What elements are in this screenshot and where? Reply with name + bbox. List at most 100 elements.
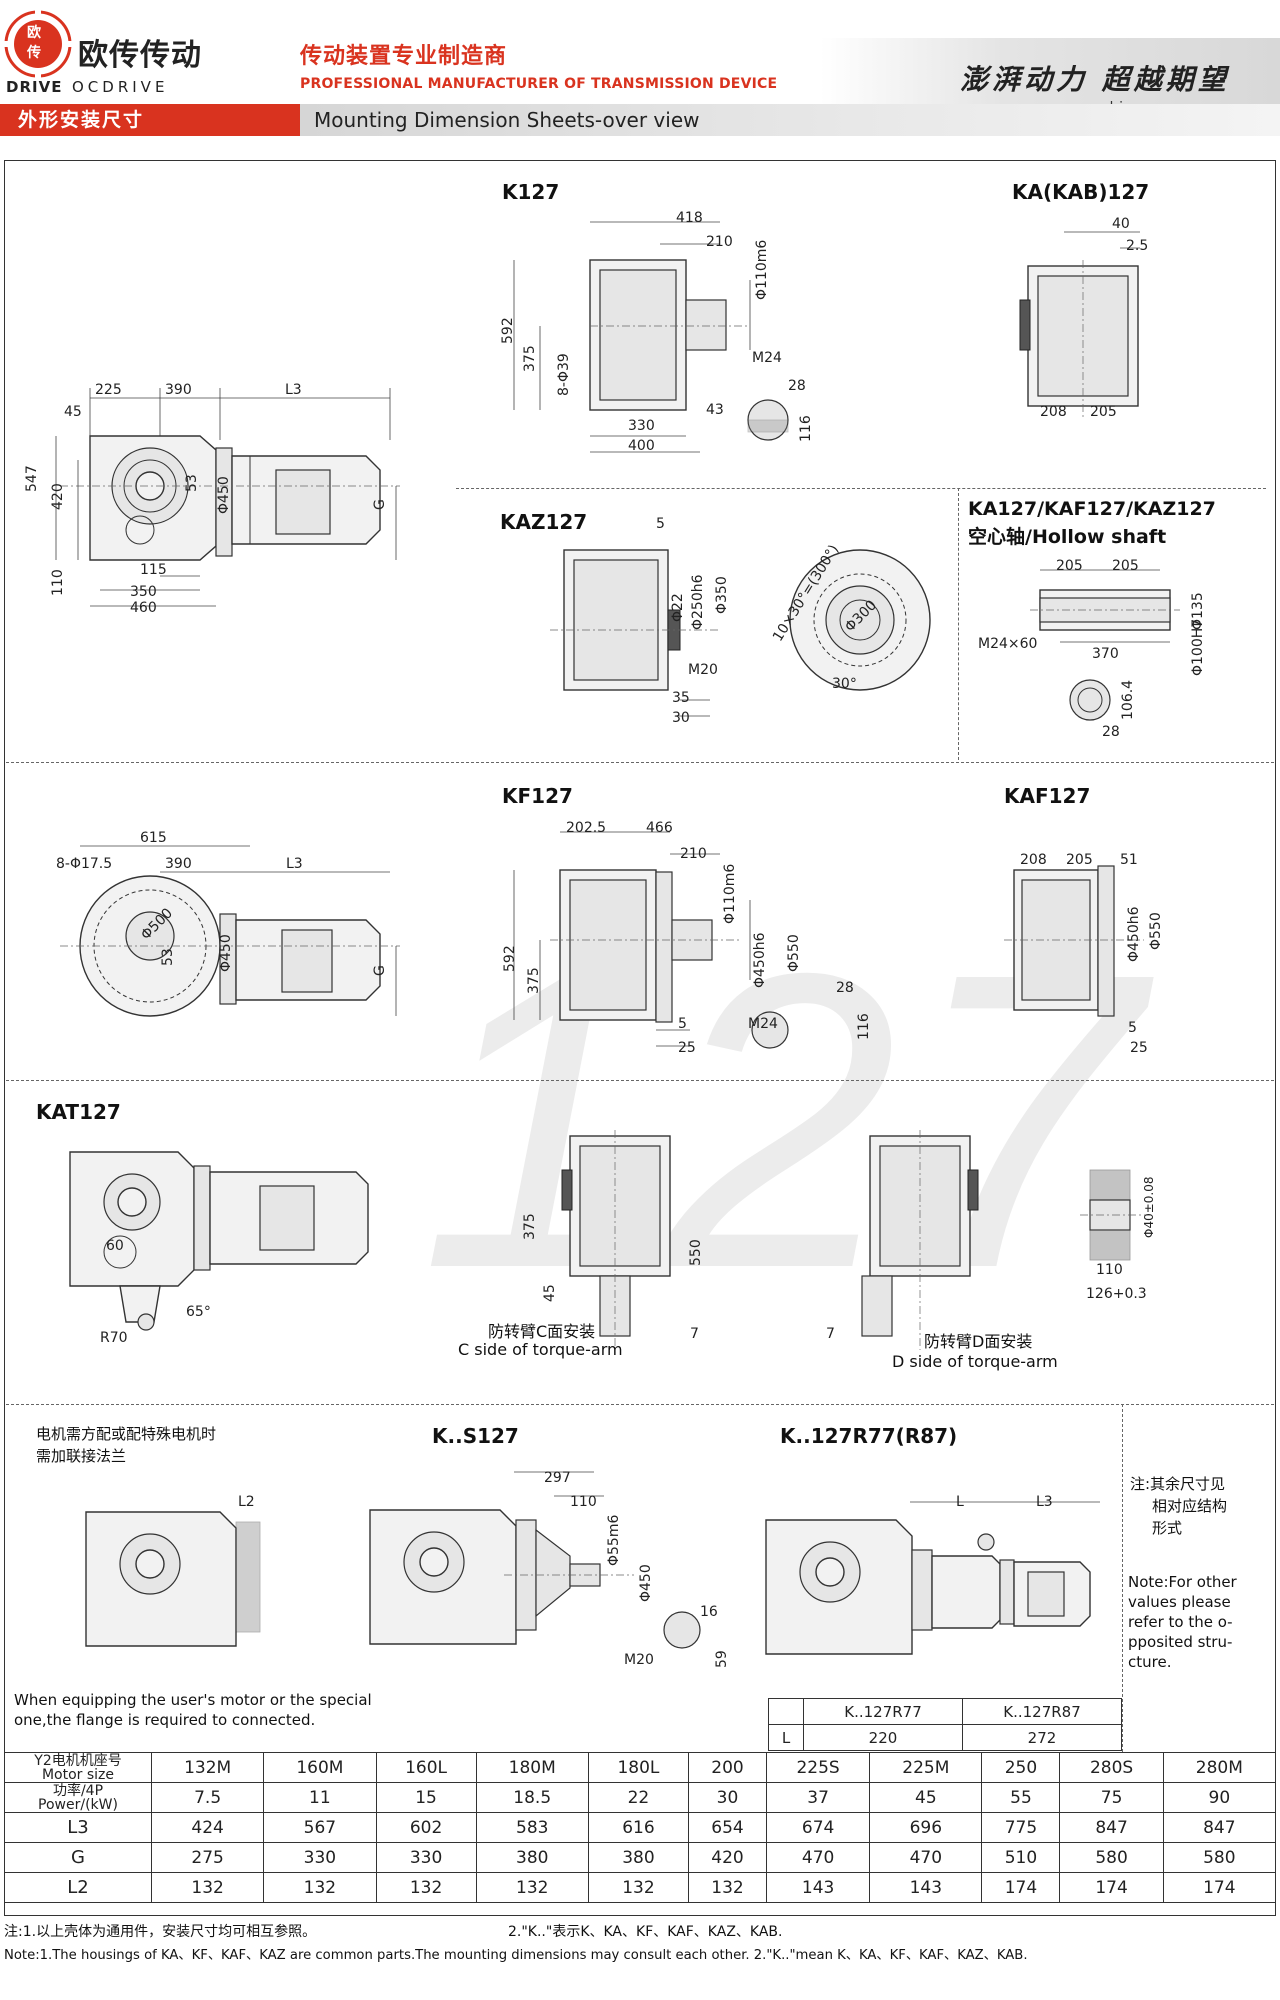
gearmotor-side-view-2: [60, 845, 400, 1017]
dim-label: 2.5: [1126, 238, 1149, 254]
table-cell: K..127R87: [962, 1698, 1122, 1725]
tab-mounting-cn: 外形安装尺寸: [0, 104, 300, 136]
dim-label: 8-Φ39: [556, 353, 572, 396]
dim-label: 110: [570, 1494, 597, 1510]
dim-label: 205: [1066, 852, 1093, 868]
table-cell: 470: [765, 1842, 871, 1873]
table-cell: 775: [981, 1812, 1061, 1843]
dim-label: 202.5: [566, 820, 607, 836]
table-cell: 272: [962, 1724, 1122, 1751]
dim-label: 550: [688, 1239, 704, 1266]
title-kaz127: KAZ127: [500, 510, 588, 534]
table-cell: 132: [587, 1872, 689, 1903]
dim-label: 116: [798, 415, 814, 442]
table-cell: 847: [1162, 1812, 1277, 1843]
divider: [456, 488, 1266, 489]
row-header-l2: L2: [4, 1872, 152, 1903]
table-cell: 200: [687, 1752, 768, 1783]
table-cell: 132: [263, 1872, 377, 1903]
dim-label: 115: [140, 562, 167, 578]
logo-cn: 欧传传动: [78, 38, 202, 73]
side-note-en-4: pposited stru-: [1128, 1633, 1233, 1651]
table-cell: 132: [475, 1872, 589, 1903]
table-cell: 654: [687, 1812, 768, 1843]
tagline-cn: 传动装置专业制造商: [300, 44, 508, 69]
subtitle-hollow-shaft: 空心轴/Hollow shaft: [968, 526, 1167, 548]
dim-label: 418: [676, 210, 703, 226]
dim-label: 592: [500, 317, 516, 344]
dim-label: 30: [672, 710, 690, 726]
dim-label: 28: [1102, 724, 1120, 740]
logo-badge-top: 欧: [27, 25, 41, 41]
logo-en-drive: DRIVE: [6, 78, 63, 96]
table-cell: 75: [1059, 1782, 1164, 1813]
table-cell: 616: [587, 1812, 689, 1843]
dim-label: 375: [522, 345, 538, 372]
divider: [6, 1404, 1274, 1405]
dim-label: 370: [1092, 646, 1119, 662]
table-cell: 18.5: [475, 1782, 589, 1813]
dim-label: 65°: [186, 1304, 211, 1320]
dim-label: 28: [836, 980, 854, 996]
dim-label: 5: [656, 516, 665, 532]
dim-label: 420: [50, 483, 66, 510]
dim-label: 116: [856, 1013, 872, 1040]
dim-label: 208: [1040, 404, 1067, 420]
ka127-drawing: [1019, 231, 1140, 420]
dim-label: 60: [106, 1238, 124, 1254]
table-cell: 567: [263, 1812, 377, 1843]
dim-label: 460: [130, 600, 157, 616]
dim-label: 210: [680, 846, 707, 862]
motor-note-en-1: When equipping the user's motor or the s…: [14, 1691, 372, 1709]
dim-label: 110: [1096, 1262, 1123, 1278]
side-note-en-2: values please: [1128, 1593, 1231, 1611]
table-row: L 220 272: [768, 1724, 1122, 1751]
dim-label: Φ22: [670, 593, 686, 622]
table-cell: 174: [1162, 1872, 1277, 1903]
dim-label: Φ110m6: [754, 239, 770, 300]
dim-label: 375: [526, 967, 542, 994]
table-cell: 580: [1059, 1842, 1164, 1873]
dim-label: Φ450h6: [752, 932, 768, 988]
table-cell: 132: [375, 1872, 477, 1903]
dim-label: M24×60: [978, 636, 1038, 652]
title-kaf127: KAF127: [1004, 784, 1091, 808]
dim-label: Φ450h6: [1126, 906, 1142, 962]
dim-label: M20: [624, 1652, 654, 1668]
table-cell: 225M: [869, 1752, 983, 1783]
kf127-drawing: [513, 831, 789, 1049]
table-cell: 90: [1162, 1782, 1277, 1813]
title-kf127: KF127: [502, 784, 573, 808]
kr127-drawing: [765, 1501, 1100, 1655]
dim-label: 7: [826, 1326, 835, 1342]
dim-label: 592: [502, 945, 518, 972]
logo-badge-icon: [4, 10, 72, 78]
motor-note-cn-2: 需加联接法兰: [36, 1447, 127, 1465]
table-cell: 45: [869, 1782, 983, 1813]
motor-note-en-2: one,the flange is required to connected.: [14, 1711, 316, 1729]
dim-label: 390: [165, 382, 192, 398]
table-cell: [768, 1698, 804, 1725]
kat127-bushing-drawing: [1080, 1169, 1150, 1261]
gearbox-flange-drawing: [85, 1511, 261, 1647]
kaz127-drawing: [550, 549, 720, 717]
k127-drawing: [513, 221, 789, 453]
dim-label: 16: [700, 1604, 718, 1620]
dim-label: 330: [628, 418, 655, 434]
dim-label: 53: [160, 948, 176, 966]
table-cell: 143: [765, 1872, 871, 1903]
dim-label: G: [372, 499, 388, 510]
kaf127-drawing: [1004, 865, 1144, 1017]
table-cell: 280M: [1162, 1752, 1277, 1783]
r-motor-table: K..127R77 K..127R87 L 220 272: [768, 1698, 1122, 1751]
dim-label: L: [956, 1494, 964, 1510]
dim-label: Φ350: [714, 576, 730, 614]
table-cell: 160M: [263, 1752, 377, 1783]
title-hollow-shaft: KA127/KAF127/KAZ127: [968, 498, 1216, 520]
dim-label: 28: [788, 378, 806, 394]
motor-note-cn-1: 电机需方配或配特殊电机时: [36, 1425, 217, 1443]
table-cell: 275: [150, 1842, 265, 1873]
dim-label: 45: [64, 404, 82, 420]
